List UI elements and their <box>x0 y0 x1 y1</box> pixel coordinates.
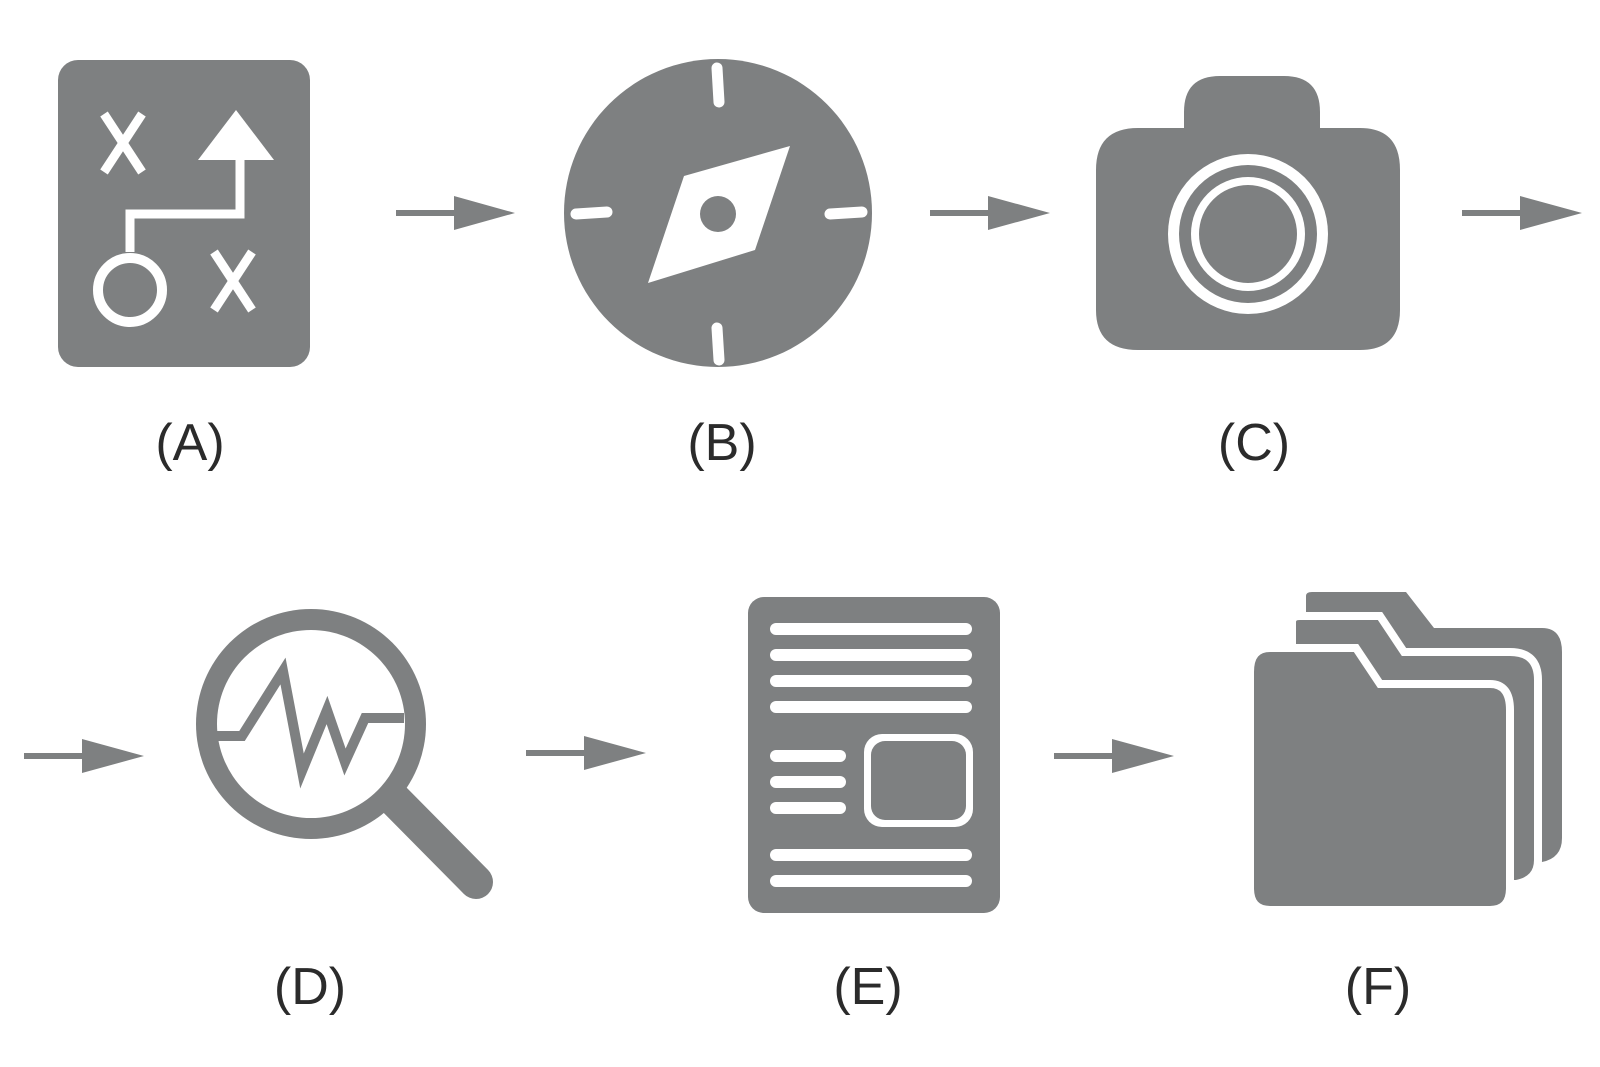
magnifier-chart-icon <box>196 609 493 899</box>
flow-arrow <box>1054 739 1174 773</box>
flow-arrow <box>24 739 144 773</box>
step-label-c: (C) <box>1218 414 1290 472</box>
flow-arrow <box>526 736 646 770</box>
step-label-e: (E) <box>833 958 902 1016</box>
flow-arrow <box>1462 196 1582 230</box>
strategy-playbook-icon <box>58 60 310 367</box>
camera-icon <box>1096 76 1400 350</box>
compass-icon <box>564 59 872 367</box>
flow-arrow <box>396 196 515 230</box>
document-layout-icon <box>748 597 1000 913</box>
step-label-f: (F) <box>1345 958 1411 1016</box>
flow-arrow <box>930 196 1050 230</box>
step-label-a: (A) <box>155 414 224 472</box>
step-label-b: (B) <box>687 414 756 472</box>
step-label-d: (D) <box>274 958 346 1016</box>
stacked-folders-icon <box>1246 592 1562 914</box>
